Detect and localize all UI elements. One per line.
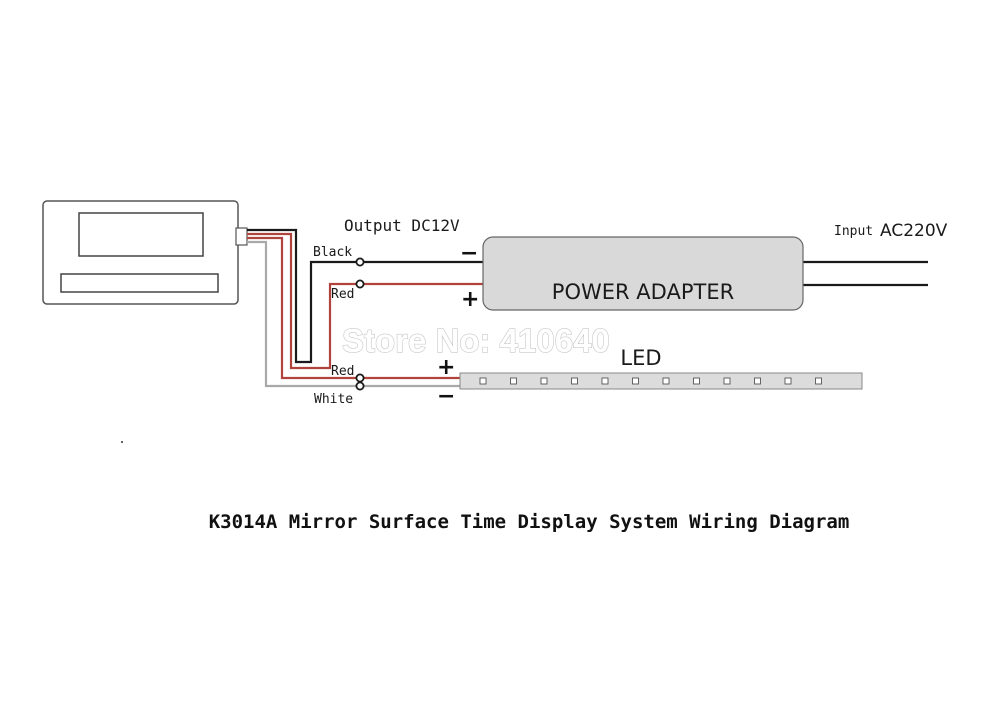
wires bbox=[247, 228, 928, 388]
led-chip bbox=[723, 377, 731, 385]
red-wire-led bbox=[247, 236, 460, 380]
led-chip bbox=[571, 377, 578, 385]
led-chip bbox=[754, 377, 761, 385]
led-chip bbox=[632, 377, 639, 385]
led-label: LED bbox=[620, 346, 661, 370]
led-chip bbox=[815, 377, 822, 385]
led-minus-sign: − bbox=[437, 384, 455, 409]
led-chip bbox=[693, 377, 700, 385]
led-chip bbox=[601, 377, 609, 385]
store-watermark: Store No: 410640 bbox=[342, 322, 610, 359]
led-chips bbox=[479, 377, 822, 385]
led-chip bbox=[479, 377, 487, 385]
led-chip bbox=[784, 377, 792, 385]
stray-dot bbox=[121, 441, 123, 443]
adapter-plus-sign: + bbox=[461, 287, 479, 312]
led-strip: LED bbox=[459, 346, 863, 390]
terminal-black bbox=[355, 257, 365, 267]
diagram-caption: K3014A Mirror Surface Time Display Syste… bbox=[209, 511, 850, 533]
display-screen bbox=[78, 212, 204, 257]
terminal-red-top bbox=[355, 279, 365, 289]
wire-label-black: Black bbox=[313, 245, 352, 260]
white-wire bbox=[247, 240, 460, 388]
black-wire bbox=[247, 228, 483, 364]
led-chip bbox=[662, 377, 670, 385]
wire-label-red-top: Red bbox=[331, 287, 354, 302]
wire-label-white: White bbox=[314, 392, 353, 407]
terminal-white bbox=[355, 381, 365, 391]
display-module bbox=[42, 200, 248, 305]
wire-label-red-bottom: Red bbox=[331, 364, 354, 379]
module-connector bbox=[235, 227, 248, 246]
red-wire-adapter bbox=[247, 232, 483, 370]
adapter-minus-sign: − bbox=[460, 241, 478, 266]
input-label-prefix: Input bbox=[834, 224, 873, 239]
led-chip bbox=[510, 377, 517, 385]
led-plus-sign: + bbox=[437, 355, 455, 380]
terminals bbox=[355, 257, 365, 391]
output-label: Output DC12V bbox=[344, 216, 460, 235]
terminal-red-bottom bbox=[355, 373, 365, 383]
led-chip bbox=[540, 377, 548, 385]
input-label-value: AC220V bbox=[880, 221, 948, 241]
display-slot bbox=[60, 273, 219, 293]
power-adapter-label: POWER ADAPTER bbox=[552, 280, 734, 304]
power-adapter: POWER ADAPTER bbox=[482, 236, 804, 311]
